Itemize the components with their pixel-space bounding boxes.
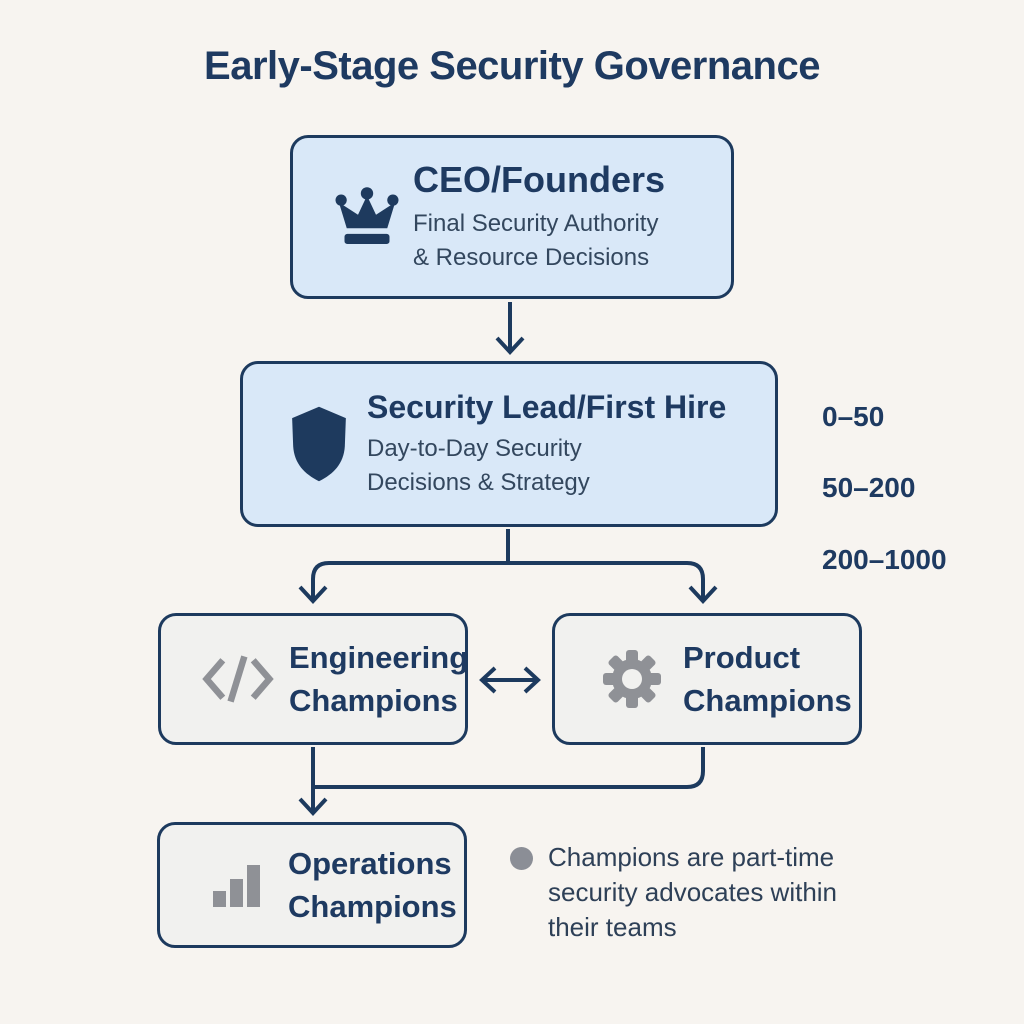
scale-label-50-200: 50–200 <box>822 472 916 503</box>
node-title: Security Lead/First Hire <box>367 388 727 425</box>
node-engineering-champions: Engineering Champions <box>158 613 468 745</box>
arrowhead-right <box>523 666 541 694</box>
node-security-lead: Security Lead/First Hire Day-to-Day Secu… <box>240 361 778 527</box>
scale-label-0-50: 0–50 <box>822 401 885 432</box>
code-icon <box>187 653 289 705</box>
connector-branch-left <box>311 561 508 598</box>
gear-icon <box>581 647 683 711</box>
scale-label-200-1000: 200–1000 <box>822 544 947 575</box>
legend: Champions are part-time security advocat… <box>510 840 870 945</box>
node-subtitle-line: Day-to-Day Security <box>367 434 582 462</box>
node-title: Product Champions <box>683 639 852 718</box>
legend-bullet-icon <box>510 847 533 870</box>
node-title: CEO/Founders <box>413 159 666 201</box>
arrowhead-engineering <box>298 585 328 604</box>
connector-branch-right <box>508 561 705 598</box>
node-subtitle-line: & Resource Decisions <box>413 244 650 271</box>
connector-product-down <box>313 747 705 789</box>
crown-icon <box>321 185 413 249</box>
node-operations-champions: Operations Champions <box>157 822 467 948</box>
page-title: Early-Stage Security Governance <box>204 44 820 88</box>
node-subtitle-line: Final Security Authority <box>413 210 659 238</box>
bar-chart-icon <box>186 859 288 911</box>
legend-text: Champions are part-time security advocat… <box>548 842 838 943</box>
node-product-champions: Product Champions <box>552 613 862 745</box>
node-title: Operations Champions <box>288 845 457 924</box>
arrowhead-product <box>688 585 718 604</box>
shield-icon <box>271 404 367 484</box>
arrowhead-operations <box>298 797 328 816</box>
arrowhead-ceo-security <box>495 336 525 355</box>
node-ceo-founders: CEO/Founders Final Security Authority & … <box>290 135 734 299</box>
node-subtitle-line: Decisions & Strategy <box>367 468 590 496</box>
node-title: Engineering Champions <box>289 639 469 718</box>
arrowhead-left <box>479 666 497 694</box>
